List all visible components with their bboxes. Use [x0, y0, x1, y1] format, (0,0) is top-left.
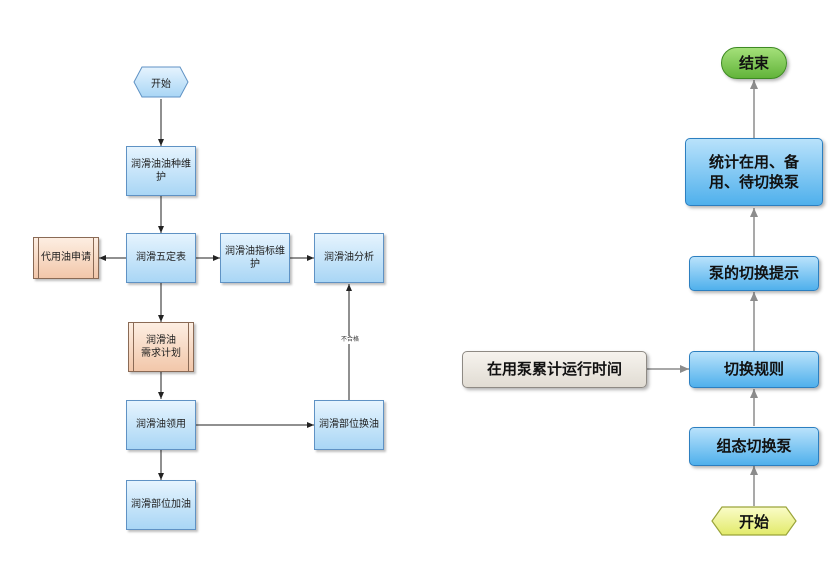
- node-substitute-oil-request: 代用油申请: [33, 237, 99, 279]
- node-end: 结束: [721, 47, 787, 79]
- left-connectors: [99, 99, 352, 480]
- node-config-switch: 组态切换泵: [689, 427, 819, 466]
- right-start-label: 开始: [738, 512, 769, 531]
- node-oil-demand-plan: 润滑油 需求计划: [128, 322, 194, 372]
- node-part-oil-refill: 润滑部位加油: [126, 480, 196, 530]
- node-oil-indicator-maintenance: 润滑油指标维护: [220, 233, 290, 283]
- node-five-fixed-table: 润滑五定表: [126, 233, 196, 283]
- oil-demand-plan-line1: 润滑油: [146, 334, 176, 346]
- node-part-oil-change: 润滑部位换油: [314, 400, 384, 450]
- node-oil-type-maintenance: 润滑油油种维护: [126, 146, 196, 196]
- left-start-hexagon: [133, 66, 189, 98]
- node-switch-prompt: 泵的切换提示: [689, 256, 819, 291]
- oil-demand-plan-line2: 需求计划: [141, 348, 181, 359]
- right-start-hexagon: [711, 506, 797, 536]
- node-runtime-input: 在用泵累计运行时间: [462, 351, 647, 388]
- right-connectors: [647, 80, 758, 506]
- statistics-line1: 统计在用、备: [708, 152, 799, 171]
- node-oil-collection: 润滑油领用: [126, 400, 196, 450]
- node-statistics: 统计在用、备 用、待切换泵: [685, 138, 823, 206]
- node-switch-rules: 切换规则: [689, 351, 819, 388]
- node-oil-analysis: 润滑油分析: [314, 233, 384, 283]
- label-unqualified: 不合格: [340, 336, 361, 344]
- statistics-line2: 用、待切换泵: [708, 173, 799, 191]
- left-start-label: 开始: [151, 78, 171, 90]
